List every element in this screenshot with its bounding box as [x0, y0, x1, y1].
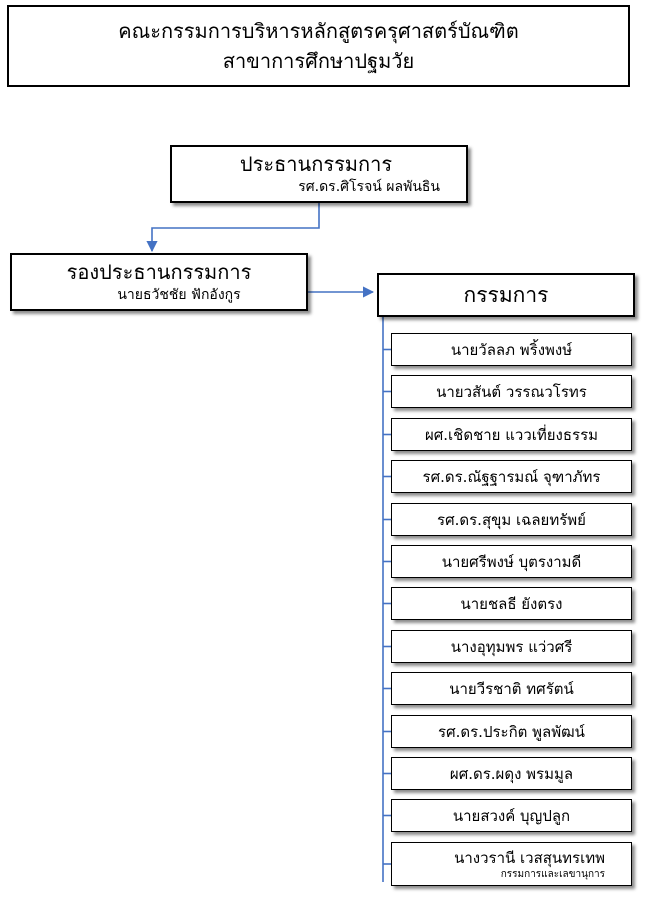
- chair-box: ประธานกรรมการ รศ.ดร.ศิโรจน์ ผลพันธิน: [170, 145, 468, 203]
- member-box: นายวัลลภ พริ้งพงษ์: [391, 333, 632, 366]
- member-name: นายวีรชาติ ทศรัตน์: [449, 679, 574, 698]
- member-name: นายวัลลภ พริ้งพงษ์: [450, 340, 573, 359]
- member-name: นายชลธี ยังตรง: [460, 594, 563, 613]
- member-box: รศ.ดร.สุขุม เฉลยทรัพย์: [391, 503, 632, 536]
- member-name: รศ.ดร.ประกิต พูลพัฒน์: [438, 722, 585, 741]
- members-heading: กรรมการ: [463, 282, 549, 307]
- member-box: นางอุทุมพร แว่วศรี: [391, 630, 632, 663]
- vice-chair-role: รองประธานกรรมการ: [66, 260, 252, 284]
- members-heading-box: กรรมการ: [377, 273, 635, 317]
- member-name: ผศ.เชิดชาย แววเที่ยงธรรม: [424, 425, 599, 444]
- member-box: รศ.ดร.ณัฐฐารมณ์ จุฑาภัทร: [391, 460, 632, 493]
- member-name: ผศ.ดร.ผดุง พรมมูล: [449, 764, 574, 783]
- chair-role: ประธานกรรมการ: [239, 152, 393, 176]
- connector-chair-to-vice: [146, 203, 320, 253]
- diagram-title-box: คณะกรรมการบริหารหลักสูตรครุศาสตร์บัณฑิต …: [7, 5, 630, 87]
- member-box: นายศรีพงษ์ บุตรงามดี: [391, 545, 632, 578]
- member-name: นางอุทุมพร แว่วศรี: [450, 637, 573, 656]
- member-box: รศ.ดร.ประกิต พูลพัฒน์: [391, 715, 632, 748]
- member-box: ผศ.ดร.ผดุง พรมมูล: [391, 757, 632, 790]
- vice-chair-box: รองประธานกรรมการ นายธวัชชัย ฟักอังกูร: [10, 253, 308, 311]
- member-box: ผศ.เชิดชาย แววเที่ยงธรรม: [391, 418, 632, 451]
- member-box: นายชลธี ยังตรง: [391, 587, 632, 620]
- vice-chair-name: นายธวัชชัย ฟักอังกูร: [117, 287, 241, 303]
- member-name: นายศรีพงษ์ บุตรงามดี: [441, 552, 582, 571]
- chair-name: รศ.ดร.ศิโรจน์ ผลพันธิน: [298, 179, 440, 195]
- member-name: รศ.ดร.สุขุม เฉลยทรัพย์: [437, 510, 586, 529]
- member-role-note: กรรมการและเลขานุการ: [500, 869, 605, 880]
- title-line-1: คณะกรรมการบริหารหลักสูตรครุศาสตร์บัณฑิต: [118, 19, 519, 43]
- title-line-2: สาขาการศึกษาปฐมวัย: [222, 49, 415, 73]
- member-box: นายวีรชาติ ทศรัตน์: [391, 672, 632, 705]
- member-name: รศ.ดร.ณัฐฐารมณ์ จุฑาภัทร: [422, 467, 601, 486]
- member-box: นายวสันต์ วรรณวโรทร: [391, 375, 632, 408]
- member-box: นางวรานี เวสสุนทรเทพกรรมการและเลขานุการ: [391, 842, 632, 886]
- member-name: นางวรานี เวสสุนทรเทพ: [454, 849, 605, 867]
- member-name: นายวสันต์ วรรณวโรทร: [436, 382, 587, 401]
- member-connector-ticks: [383, 348, 391, 865]
- member-box: นายสวงค์ บุญปลูก: [391, 799, 632, 832]
- member-name: นายสวงค์ บุญปลูก: [452, 806, 571, 825]
